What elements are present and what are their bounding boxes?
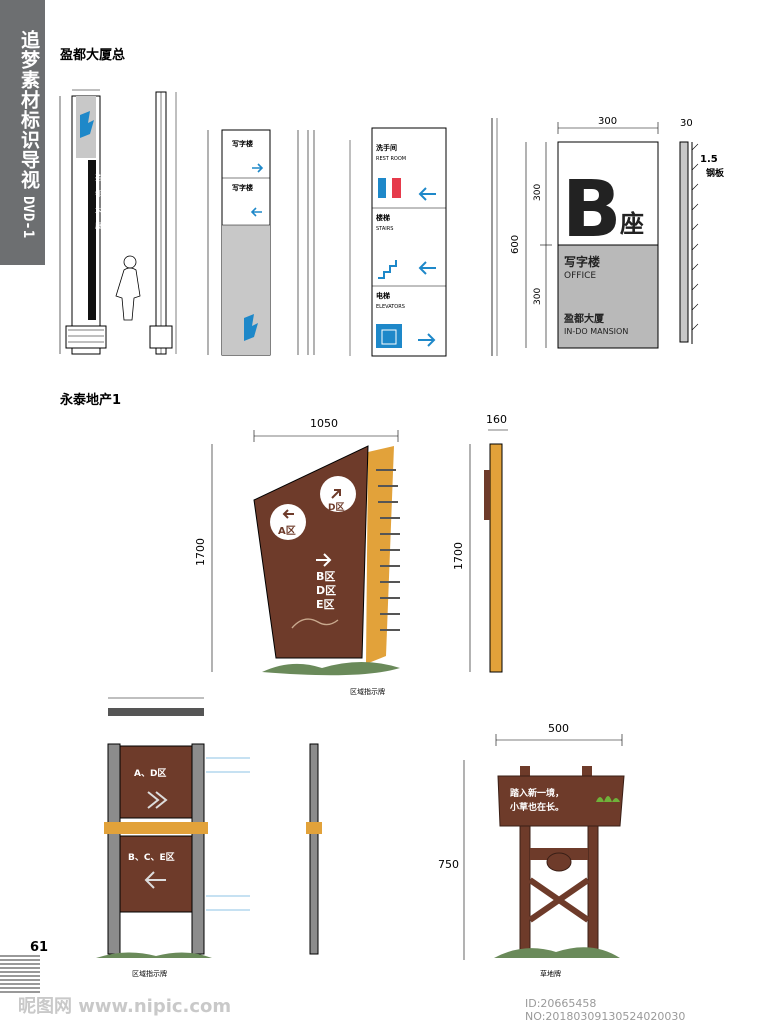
pillar-sign-front: 盈 都 大 厦 — [59, 89, 107, 355]
directory-stairs-cn: 楼梯 — [376, 213, 390, 222]
arrow-left-icon — [418, 261, 436, 275]
wood-dim-width: 500 — [548, 722, 569, 735]
zone-right-1: B区 — [316, 570, 335, 583]
stairs-icon — [378, 260, 397, 279]
directory-restroom-cn: 洗手间 — [376, 143, 397, 152]
block-dim-height: 600 — [510, 235, 521, 254]
arrow-left-icon — [144, 871, 166, 889]
directory-sign: 洗手间 REST ROOM 楼梯 STAIRS 电梯 ELEVATORS — [349, 118, 498, 357]
main-sign-side-view: 160 1700 — [452, 413, 508, 673]
pillar-char-4: 厦 — [95, 222, 102, 230]
footer-stripes — [0, 955, 40, 995]
pillar-char-3: 大 — [95, 205, 102, 214]
wood-line-1: 踏入新一境， — [510, 787, 564, 799]
zone-right-3: E区 — [316, 598, 335, 611]
floor-row2-label: 写字楼 — [232, 183, 253, 192]
sidebar-dvd-label: DVD-1 — [20, 196, 36, 239]
pillar-char-1: 盈 — [95, 174, 102, 182]
sidebar-tab: 追梦素材标识导视 DVD-1 — [0, 0, 45, 265]
side-dim-height: 1700 — [452, 542, 465, 570]
office-cn: 写字楼 — [564, 254, 600, 269]
post-sign-caption: 区域指示牌 — [132, 969, 167, 978]
main-sign-caption: 区域指示牌 — [350, 687, 385, 696]
post-lower-label: B、C、E区 — [128, 852, 175, 863]
block-dim-side: 30 — [680, 118, 693, 129]
zone-a-label: A区 — [278, 525, 296, 537]
floor-direction-sign: 写字楼 写字楼 — [207, 129, 315, 356]
arrow-right-icon — [418, 333, 436, 347]
wood-dim-height: 750 — [438, 858, 459, 871]
block-letter-suffix: 座 — [620, 210, 644, 238]
block-dim-thick: 1.5 — [700, 154, 718, 165]
page-number: 61 — [30, 940, 49, 955]
arrow-left-icon — [282, 509, 294, 519]
grass-icon — [596, 796, 620, 802]
block-b-sign: 300 B 座 写字楼 OFFICE 盈都大厦 IN-DO MANSION 60… — [510, 116, 725, 349]
arrow-up-right-icon — [331, 489, 341, 499]
main-dim-width: 1050 — [310, 417, 338, 430]
section-title-indo: 盈都大厦总 — [60, 48, 126, 63]
post-upper-label: A、D区 — [134, 768, 166, 779]
block-dim-width: 300 — [598, 116, 617, 127]
pillar-char-2: 都 — [95, 190, 102, 198]
block-letter: B — [562, 165, 621, 255]
sidebar-title: 追梦素材标识导视 — [18, 30, 40, 190]
office-en: OFFICE — [564, 271, 596, 281]
arrow-right-icon — [252, 163, 264, 173]
directory-elevator-cn: 电梯 — [376, 291, 390, 300]
double-chevron-right-icon — [147, 791, 168, 809]
side-dim-width: 160 — [486, 413, 507, 426]
wood-sign-caption: 草地牌 — [540, 969, 561, 978]
pillar-sign-side — [149, 91, 177, 355]
main-zone-sign: 1050 1700 A区 D区 B区 D区 E区 区域指示牌 — [194, 417, 400, 696]
floor-row1-label: 写字楼 — [232, 139, 253, 148]
wood-lawn-sign: 500 750 踏入新一境， 小草也在长。 草地牌 — [438, 722, 625, 978]
zone-d-label: D区 — [328, 502, 344, 513]
wood-line-2: 小草也在长。 — [509, 801, 564, 813]
mansion-en: IN-DO MANSION — [564, 327, 628, 336]
block-dim-bottom: 300 — [533, 288, 543, 305]
directory-elevator-en: ELEVATORS — [376, 304, 405, 310]
arrow-left-icon — [418, 187, 436, 201]
directory-restroom-en: REST ROOM — [376, 156, 406, 162]
block-side-note: 钢板 — [706, 167, 725, 179]
arrow-right-icon — [316, 553, 332, 567]
zone-right-2: D区 — [316, 584, 336, 597]
arrow-left-icon — [250, 207, 262, 217]
main-dim-height: 1700 — [194, 538, 207, 566]
mansion-cn: 盈都大厦 — [563, 312, 605, 325]
post-zone-sign: A、D区 B、C、E区 区域指示牌 — [96, 697, 322, 978]
scale-figure — [115, 255, 141, 321]
watermark-right: ID:20665458 NO:20180309130524020030 — [522, 996, 760, 1024]
male-icon — [378, 178, 386, 198]
block-dim-top: 300 — [533, 184, 543, 201]
directory-stairs-en: STAIRS — [376, 226, 393, 232]
female-icon — [392, 178, 401, 198]
watermark-left: 昵图网 www.nipic.com — [18, 996, 232, 1017]
section-title-yongtai: 永泰地产1 — [60, 393, 122, 408]
